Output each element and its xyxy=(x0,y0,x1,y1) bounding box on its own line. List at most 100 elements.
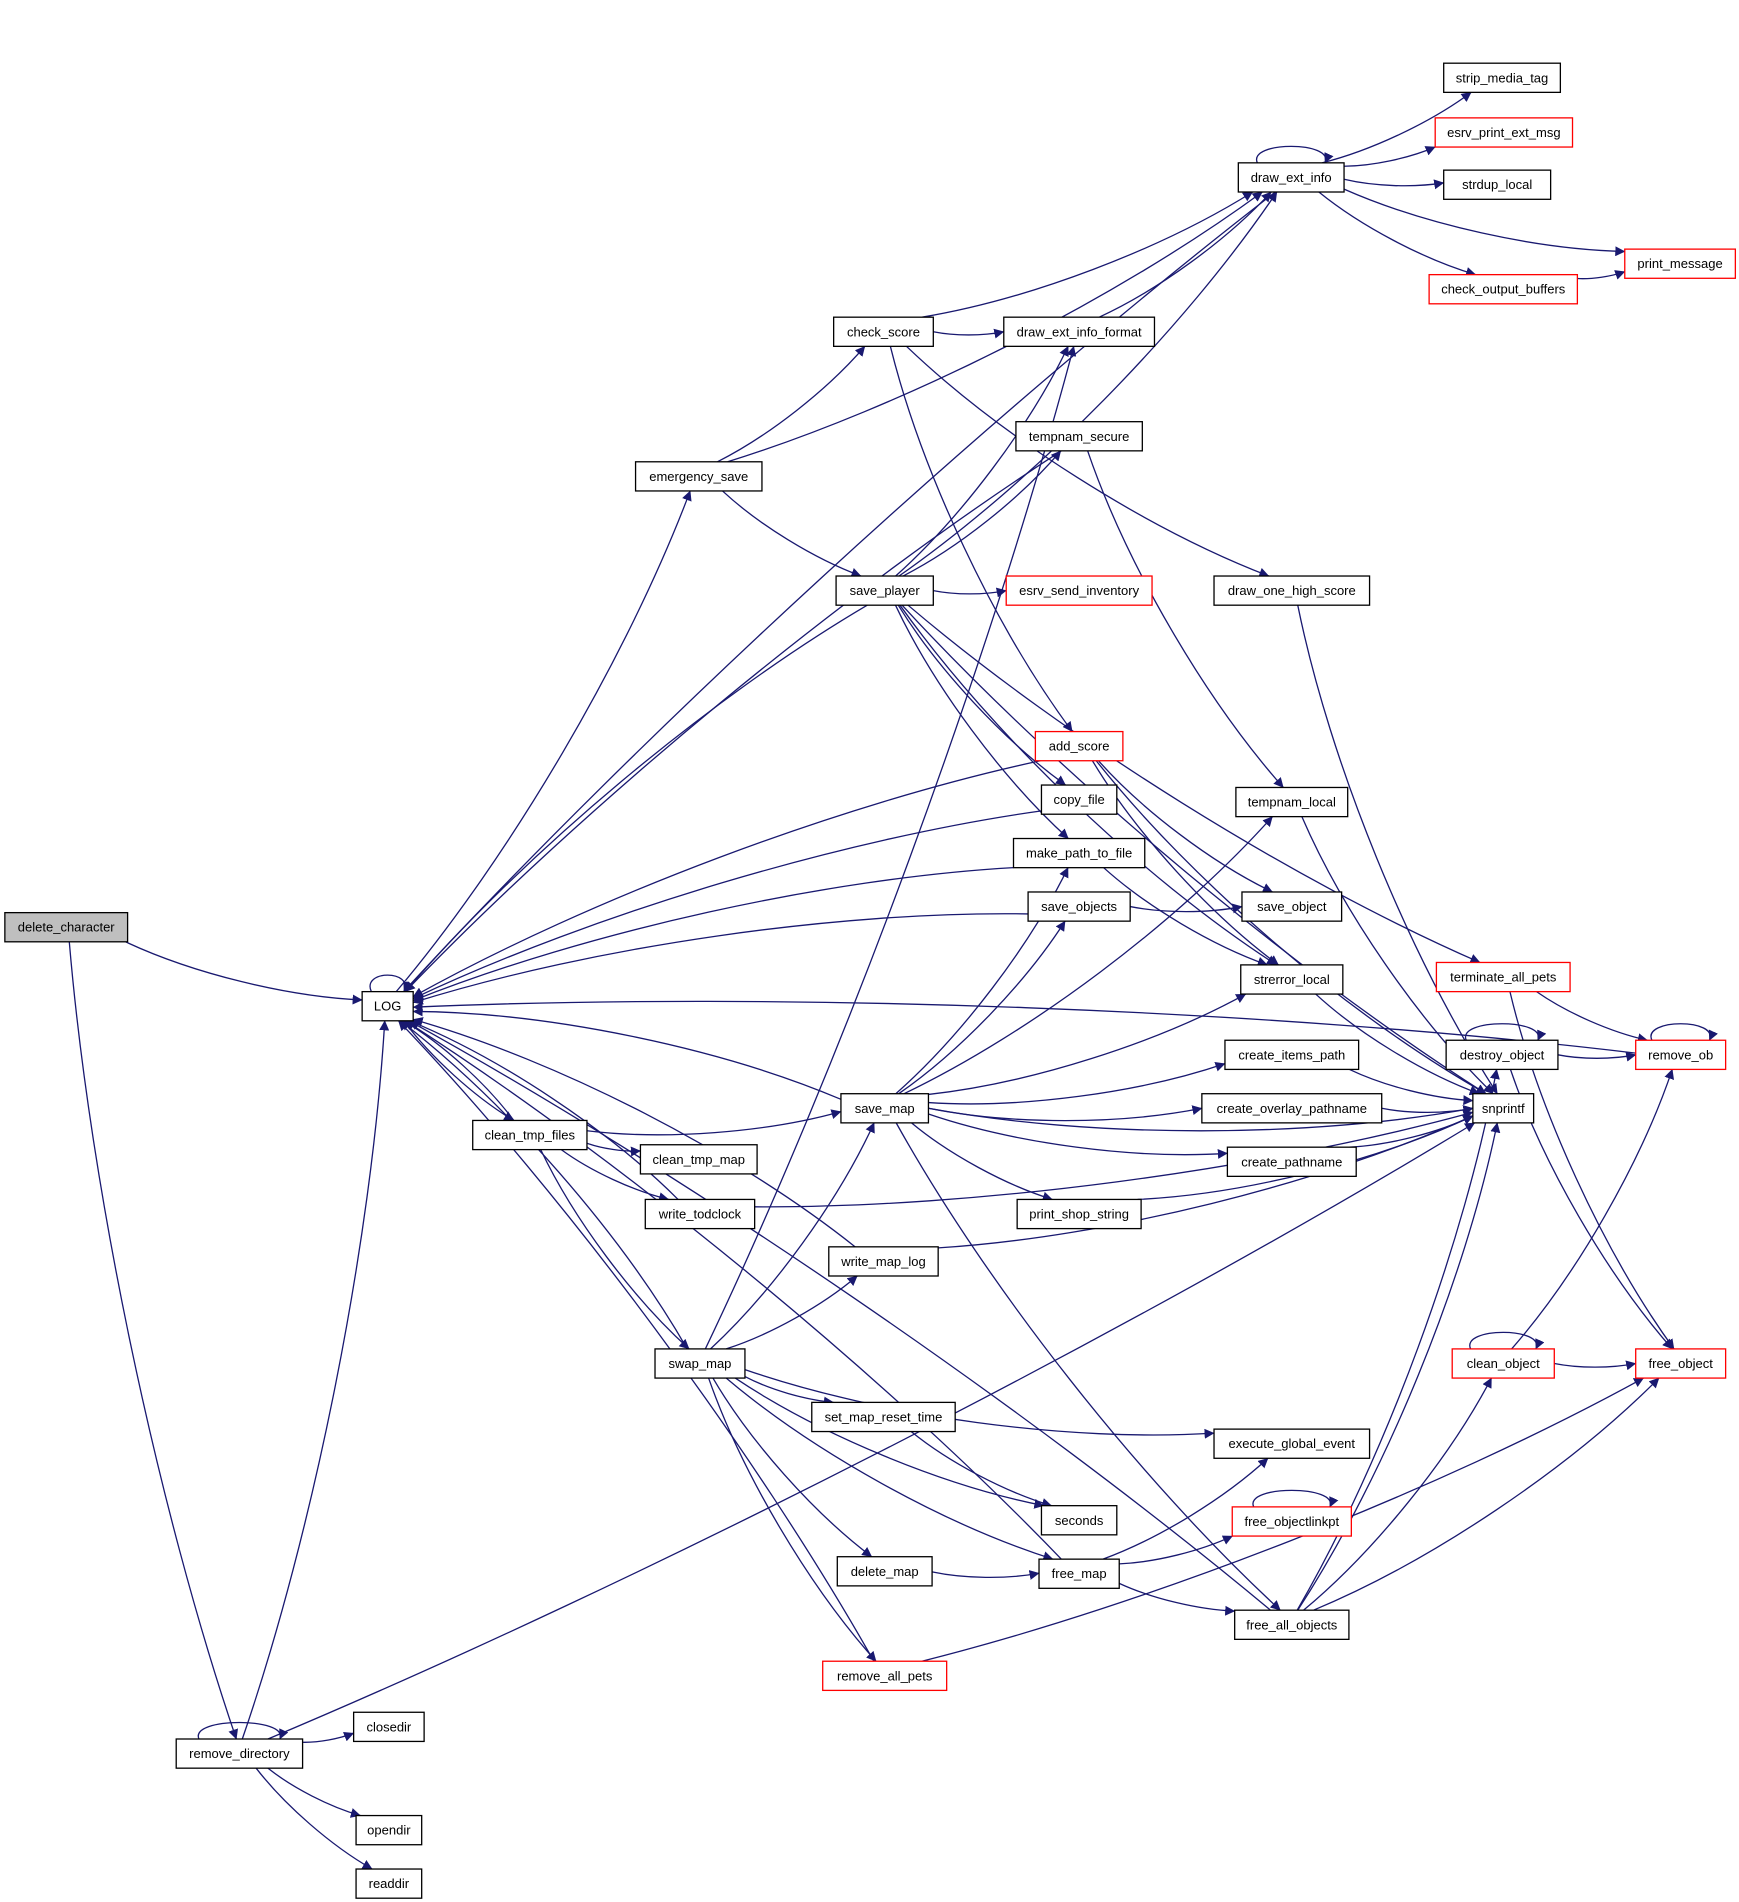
edge-free_all_objects-to-snprintf xyxy=(1297,1122,1501,1611)
node-free_object[interactable]: free_object xyxy=(1635,1348,1727,1379)
node-label-seconds: seconds xyxy=(1055,1513,1104,1528)
node-label-print_message: print_message xyxy=(1637,256,1722,271)
node-label-clean_tmp_files: clean_tmp_files xyxy=(485,1128,576,1143)
node-swap_map[interactable]: swap_map xyxy=(654,1348,746,1379)
node-print_message[interactable]: print_message xyxy=(1624,248,1737,279)
node-box-free_object xyxy=(1635,1348,1727,1379)
node-strdup_local[interactable]: strdup_local xyxy=(1443,169,1552,200)
node-check_score[interactable]: check_score xyxy=(833,316,934,347)
node-remove_directory[interactable]: remove_directory xyxy=(175,1738,304,1769)
node-LOG[interactable]: LOG xyxy=(361,990,414,1022)
node-tempnam_secure[interactable]: tempnam_secure xyxy=(1015,421,1143,452)
edge-clean_tmp_files-to-clean_tmp_map xyxy=(586,1142,641,1157)
node-create_items_path[interactable]: create_items_path xyxy=(1224,1039,1360,1071)
node-clean_object[interactable]: clean_object xyxy=(1451,1348,1555,1379)
node-box-check_score xyxy=(833,316,934,347)
edge-free_all_objects-to-LOG xyxy=(408,1020,1271,1611)
node-opendir[interactable]: opendir xyxy=(355,1814,423,1846)
edge-make_path_to_file-to-strerror_local xyxy=(1103,867,1268,967)
node-label-snprintf: snprintf xyxy=(1482,1101,1525,1116)
edge-save_player-to-draw_ext_info_format xyxy=(895,345,1069,577)
node-box-snprintf xyxy=(1472,1093,1535,1124)
edge-swap_map-to-write_map_log xyxy=(725,1275,858,1350)
node-remove_all_pets[interactable]: remove_all_pets xyxy=(822,1660,948,1692)
node-set_map_reset_time[interactable]: set_map_reset_time xyxy=(811,1401,956,1433)
node-free_all_objects[interactable]: free_all_objects xyxy=(1234,1609,1350,1641)
node-check_output_buffers[interactable]: check_output_buffers xyxy=(1428,273,1579,305)
edge-delete_character-to-remove_directory xyxy=(68,941,239,1740)
edge-delete_character-to-LOG xyxy=(125,941,363,1005)
node-label-clean_object: clean_object xyxy=(1467,1356,1540,1371)
edge-draw_one_high_score-to-snprintf xyxy=(1297,605,1498,1095)
edge-LOG-to-clean_tmp_files xyxy=(403,1020,515,1122)
node-create_overlay_pathname[interactable]: create_overlay_pathname xyxy=(1201,1093,1383,1124)
node-esrv_print_ext_msg[interactable]: esrv_print_ext_msg xyxy=(1434,117,1574,148)
node-box-strerror_local xyxy=(1240,964,1344,995)
node-remove_ob[interactable]: remove_ob xyxy=(1635,1039,1727,1071)
node-free_map[interactable]: free_map xyxy=(1038,1558,1120,1589)
node-box-tempnam_local xyxy=(1235,786,1349,818)
node-print_shop_string[interactable]: print_shop_string xyxy=(1016,1198,1142,1230)
edge-save_player-to-LOG xyxy=(404,604,868,993)
edge-save_map-to-tempnam_local xyxy=(903,816,1273,1095)
edge-strerror_local-to-snprintf xyxy=(1315,993,1480,1096)
node-label-free_objectlinkpt: free_objectlinkpt xyxy=(1244,1514,1339,1529)
node-snprintf[interactable]: snprintf xyxy=(1472,1093,1535,1124)
node-write_todclock[interactable]: write_todclock xyxy=(644,1198,756,1230)
node-box-free_all_objects xyxy=(1234,1609,1350,1641)
node-label-remove_ob: remove_ob xyxy=(1648,1047,1713,1062)
node-box-swap_map xyxy=(654,1348,746,1379)
edge-swap_map-to-set_map_reset_time xyxy=(744,1376,834,1407)
node-label-check_output_buffers: check_output_buffers xyxy=(1441,282,1566,297)
edges-layer xyxy=(68,91,1718,1870)
edge-swap_map-to-free_map xyxy=(725,1377,1054,1562)
node-draw_ext_info[interactable]: draw_ext_info xyxy=(1237,162,1345,193)
edge-draw_ext_info-to-check_output_buffers xyxy=(1318,191,1477,277)
node-box-free_map xyxy=(1038,1558,1120,1589)
node-label-write_map_log: write_map_log xyxy=(840,1254,926,1269)
node-delete_character[interactable]: delete_character xyxy=(4,911,129,943)
edge-emergency_save-to-check_score xyxy=(717,345,866,463)
node-closedir[interactable]: closedir xyxy=(352,1711,425,1743)
node-copy_file[interactable]: copy_file xyxy=(1040,784,1118,815)
node-box-emergency_save xyxy=(634,461,763,492)
node-label-save_object: save_object xyxy=(1257,899,1327,914)
node-make_path_to_file[interactable]: make_path_to_file xyxy=(1012,837,1146,869)
node-execute_global_event[interactable]: execute_global_event xyxy=(1213,1428,1371,1459)
node-strip_media_tag[interactable]: strip_media_tag xyxy=(1443,62,1562,94)
edge-remove_ob-to-LOG xyxy=(412,1000,1636,1054)
node-label-strip_media_tag: strip_media_tag xyxy=(1456,70,1549,85)
edge-free_all_objects-to-free_object xyxy=(1313,1377,1660,1611)
node-box-terminate_all_pets xyxy=(1435,961,1571,993)
node-destroy_object[interactable]: destroy_object xyxy=(1445,1039,1559,1071)
node-seconds[interactable]: seconds xyxy=(1040,1505,1118,1536)
node-box-strdup_local xyxy=(1443,169,1552,200)
node-save_map[interactable]: save_map xyxy=(840,1093,930,1124)
node-save_objects[interactable]: save_objects xyxy=(1027,891,1131,922)
node-save_player[interactable]: save_player xyxy=(835,575,934,606)
node-create_pathname[interactable]: create_pathname xyxy=(1226,1146,1357,1177)
node-clean_tmp_map[interactable]: clean_tmp_map xyxy=(639,1144,758,1175)
node-label-add_score: add_score xyxy=(1049,739,1110,754)
node-terminate_all_pets[interactable]: terminate_all_pets xyxy=(1435,961,1571,993)
node-write_map_log[interactable]: write_map_log xyxy=(828,1246,939,1277)
node-box-esrv_send_inventory xyxy=(1005,575,1153,606)
node-emergency_save[interactable]: emergency_save xyxy=(634,461,763,492)
node-draw_ext_info_format[interactable]: draw_ext_info_format xyxy=(1003,316,1156,347)
edge-save_map-to-create_pathname xyxy=(928,1113,1228,1159)
node-strerror_local[interactable]: strerror_local xyxy=(1240,964,1344,995)
node-tempnam_local[interactable]: tempnam_local xyxy=(1235,786,1349,818)
node-free_objectlinkpt[interactable]: free_objectlinkpt xyxy=(1231,1506,1352,1537)
node-save_object[interactable]: save_object xyxy=(1241,891,1343,922)
node-label-free_object: free_object xyxy=(1649,1356,1714,1371)
edge-destroy_object-to-destroy_object xyxy=(1465,1023,1547,1041)
edge-draw_ext_info_format-to-draw_ext_info xyxy=(1098,191,1272,318)
node-clean_tmp_files[interactable]: clean_tmp_files xyxy=(472,1119,588,1151)
node-esrv_send_inventory[interactable]: esrv_send_inventory xyxy=(1005,575,1153,606)
node-draw_one_high_score[interactable]: draw_one_high_score xyxy=(1213,575,1371,606)
edge-swap_map-to-delete_map xyxy=(712,1377,873,1558)
node-delete_map[interactable]: delete_map xyxy=(836,1556,933,1587)
node-add_score[interactable]: add_score xyxy=(1034,730,1124,762)
node-readdir[interactable]: readdir xyxy=(355,1868,423,1899)
